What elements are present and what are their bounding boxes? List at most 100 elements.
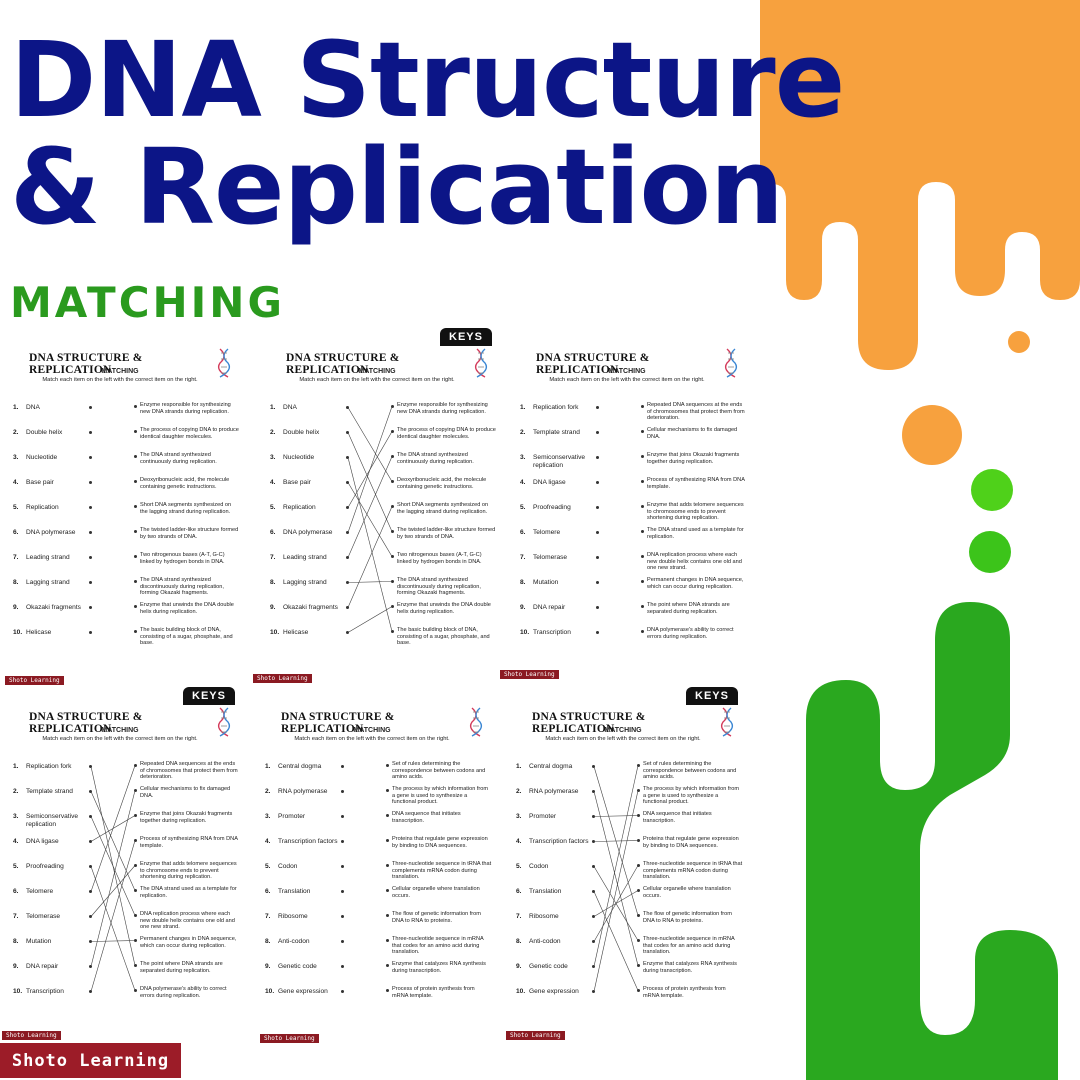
- left-dot: [596, 506, 599, 509]
- term-number: 3.: [516, 813, 522, 820]
- answer-line: [593, 840, 639, 842]
- term-number: 4.: [516, 838, 522, 845]
- term-number: 8.: [270, 579, 276, 586]
- green-shape: [806, 602, 1058, 1080]
- definition: Enzyme that catalyzes RNA synthesis duri…: [643, 961, 737, 974]
- answer-line: [347, 456, 393, 558]
- definition: Repeated DNA sequences at the ends of ch…: [647, 402, 745, 422]
- term-text: Gene expression: [278, 988, 328, 995]
- definition: Process of protein synthesis from mRNA t…: [392, 986, 475, 999]
- answer-line: [90, 790, 136, 967]
- worksheet-title: DNA STRUCTURE & REPLICATION: [532, 711, 646, 735]
- right-dot: [637, 764, 640, 767]
- definition: The basic building block of DNA, consist…: [397, 627, 490, 647]
- left-term: 9.Genetic code: [516, 963, 596, 971]
- right-dot: [386, 914, 389, 917]
- term-text: Replication fork: [533, 404, 579, 411]
- term-text: Double helix: [283, 429, 320, 436]
- right-dot: [134, 914, 137, 917]
- term-number: 9.: [13, 963, 19, 970]
- left-term: 2.Template strand: [520, 429, 600, 437]
- left-dot: [89, 631, 92, 634]
- left-term: 6.Telomere: [13, 888, 93, 896]
- worksheet-title: DNA STRUCTURE & REPLICATION: [286, 352, 400, 376]
- right-dot: [637, 939, 640, 942]
- term-number: 6.: [270, 529, 276, 536]
- left-term: 9.DNA repair: [13, 963, 93, 971]
- left-term: 10.Transcription: [520, 629, 600, 637]
- term-text: Helicase: [26, 629, 52, 636]
- term-text: Base pair: [283, 479, 311, 486]
- answer-line: [347, 606, 393, 633]
- right-dot: [391, 505, 394, 508]
- term-number: 7.: [13, 554, 19, 561]
- term-text: DNA ligase: [26, 838, 59, 845]
- left-dot: [89, 456, 92, 459]
- left-dot: [596, 531, 599, 534]
- left-dot: [89, 890, 92, 893]
- definition: Repeated DNA sequences at the ends of ch…: [140, 761, 238, 781]
- definition: DNA polymerase's ability to correct erro…: [140, 986, 227, 999]
- definition: The DNA strand synthesized continuously …: [140, 452, 217, 465]
- term-text: DNA polymerase: [26, 529, 76, 536]
- term-text: Telomere: [26, 888, 54, 895]
- term-text: Transcription factors: [278, 838, 338, 845]
- right-dot: [637, 864, 640, 867]
- term-number: 7.: [516, 913, 522, 920]
- term-text: Template strand: [533, 429, 580, 436]
- term-number: 6.: [520, 529, 526, 536]
- term-number: 8.: [13, 938, 19, 945]
- left-term: 7.Ribosome: [265, 913, 345, 921]
- left-term: 4.Base pair: [13, 479, 93, 487]
- definition: The basic building block of DNA, consist…: [140, 627, 233, 647]
- term-number: 3.: [270, 454, 276, 461]
- left-dot: [341, 865, 344, 868]
- term-number: 10.: [265, 988, 275, 995]
- term-text: DNA polymerase: [283, 529, 333, 536]
- left-term: 3.Semiconservative replication: [13, 813, 93, 828]
- right-dot: [641, 605, 644, 608]
- definition: The flow of genetic information from DNA…: [643, 911, 732, 924]
- term-text: Genetic code: [278, 963, 317, 970]
- left-term: 9.Genetic code: [265, 963, 345, 971]
- right-dot: [386, 839, 389, 842]
- left-term: 7.Leading strand: [13, 554, 93, 562]
- left-dot: [592, 915, 595, 918]
- left-dot: [89, 915, 92, 918]
- definition: Set of rules determining the corresponde…: [643, 761, 737, 781]
- left-term: 7.Telomerase: [520, 554, 600, 562]
- term-number: 4.: [13, 838, 19, 845]
- definition: Three-nucleotide sequence in tRNA that c…: [643, 861, 743, 881]
- dna-icon: [469, 707, 483, 737]
- definition: Cellular mechanisms to fix damaged DNA.: [647, 427, 738, 440]
- left-term: 9.Okazaki fragments: [13, 604, 93, 612]
- left-dot: [346, 506, 349, 509]
- term-text: Base pair: [26, 479, 54, 486]
- right-dot: [637, 964, 640, 967]
- left-dot: [89, 965, 92, 968]
- worksheet-title: DNA STRUCTURE & REPLICATION: [29, 711, 143, 735]
- left-term: 6. DNA polymerase: [270, 529, 350, 537]
- term-number: 3.: [520, 454, 526, 461]
- term-number: 1.: [270, 404, 276, 411]
- term-text: RNA polymerase: [278, 788, 328, 795]
- worksheet-subtitle: MATCHING: [101, 368, 139, 375]
- term-number: 2.: [516, 788, 522, 795]
- left-dot: [341, 890, 344, 893]
- brand-logo: Shoto Learning: [0, 1043, 181, 1078]
- term-number: 2.: [13, 429, 19, 436]
- definition: Deoxyribonucleic acid, the molecule cont…: [397, 477, 487, 490]
- term-text: Translation: [278, 888, 311, 895]
- left-dot: [89, 765, 92, 768]
- right-dot: [134, 530, 137, 533]
- term-text: Lagging strand: [283, 579, 327, 586]
- left-dot: [592, 765, 595, 768]
- right-dot: [391, 430, 394, 433]
- right-dot: [134, 455, 137, 458]
- right-dot: [391, 480, 394, 483]
- term-number: 10.: [516, 988, 526, 995]
- right-dot: [134, 764, 137, 767]
- term-text: Helicase: [283, 629, 309, 636]
- definition: Permanent changes in DNA sequence, which…: [140, 936, 237, 949]
- term-text: Telomere: [533, 529, 561, 536]
